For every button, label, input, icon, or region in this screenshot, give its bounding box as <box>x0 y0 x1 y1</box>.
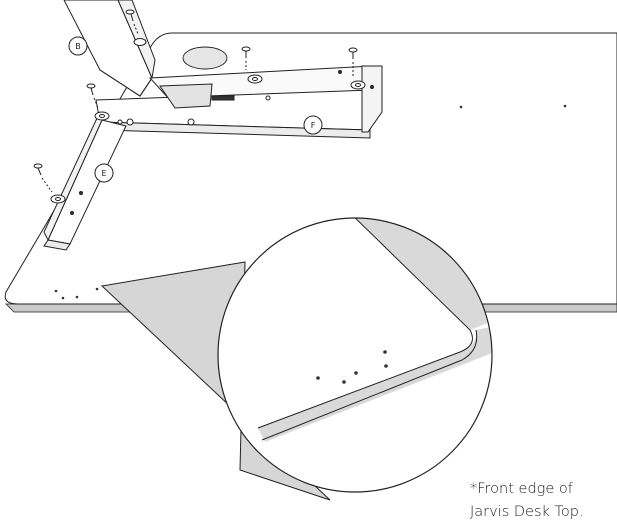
grommet-hole <box>183 47 227 69</box>
caption-line-1: *Front edge of <box>470 478 615 501</box>
label-e: E <box>101 169 106 178</box>
label-f: F <box>311 121 316 130</box>
caption: *Front edge of Jarvis Desk Top. <box>470 478 615 524</box>
label-b: B <box>75 42 81 51</box>
caption-line-2: Jarvis Desk Top. <box>470 501 615 524</box>
